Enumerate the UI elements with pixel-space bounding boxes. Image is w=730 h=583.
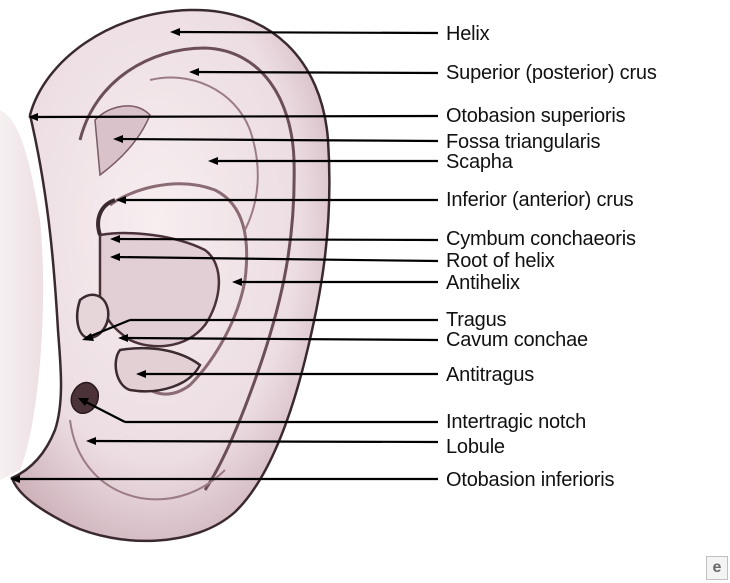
leader-fossa-triangularis xyxy=(116,137,439,143)
arrowhead-fossa-triangularis xyxy=(113,135,123,143)
arrowhead-inferior-crus xyxy=(116,196,126,204)
leader-root-of-helix xyxy=(113,255,439,263)
label-otobasion-superioris: Otobasion superioris xyxy=(446,105,626,127)
arrowhead-tragus xyxy=(82,333,94,341)
label-superior-crus: Superior (posterior) crus xyxy=(446,62,657,84)
label-antitragus: Antitragus xyxy=(446,364,535,386)
label-otobasion-inferioris: Otobasion inferioris xyxy=(446,469,615,491)
antihelix-ridge xyxy=(109,182,249,396)
arrowheads xyxy=(10,28,242,483)
arrowhead-scapha xyxy=(208,157,218,165)
leader-tragus xyxy=(85,318,131,340)
arrowhead-otobasion-superioris xyxy=(28,113,38,121)
publisher-logo-icon: e xyxy=(706,556,728,580)
leader-intertragic-notch xyxy=(81,399,126,423)
concha-cavity xyxy=(98,231,221,348)
label-scapha: Scapha xyxy=(446,151,513,173)
leader-cymbum-conchaeoris xyxy=(113,237,439,242)
label-tragus: Tragus xyxy=(446,309,507,331)
leader-otobasion-superioris xyxy=(31,114,439,119)
label-root-of-helix: Root of helix xyxy=(446,250,555,272)
label-fossa-triangularis: Fossa triangularis xyxy=(446,131,601,153)
label-lobule: Lobule xyxy=(446,436,505,458)
arrowhead-lobule xyxy=(86,437,96,445)
arrowhead-root-of-helix xyxy=(110,253,120,261)
label-antihelix: Antihelix xyxy=(446,272,520,294)
label-cavum-conchae: Cavum conchae xyxy=(446,329,588,351)
arrowhead-cymbum-conchaeoris xyxy=(110,235,120,243)
label-cymbum-conchaeoris: Cymbum conchaeoris xyxy=(446,228,636,250)
leader-helix xyxy=(173,30,439,35)
cheek-area xyxy=(0,110,44,480)
root-helix-crease xyxy=(96,198,116,236)
arrowhead-antihelix xyxy=(232,278,242,286)
label-intertragic-notch: Intertragic notch xyxy=(446,411,587,433)
leader-superior-crus xyxy=(192,70,439,75)
leader-lines xyxy=(14,30,439,481)
leader-lobule xyxy=(89,439,439,444)
label-helix: Helix xyxy=(446,23,490,45)
arrowhead-superior-crus xyxy=(189,68,199,76)
arrowhead-cavum-conchae xyxy=(118,334,128,342)
arrowhead-otobasion-inferioris xyxy=(10,475,20,483)
label-inferior-crus: Inferior (anterior) crus xyxy=(446,189,634,211)
tragus-shape xyxy=(76,293,110,340)
leader-cavum-conchae xyxy=(121,336,439,342)
arrowhead-antitragus xyxy=(136,370,146,378)
lobule-contour xyxy=(69,419,226,501)
arrowhead-intertragic-notch xyxy=(78,398,89,406)
arrowhead-helix xyxy=(170,28,180,36)
antitragus-shape xyxy=(114,346,202,393)
